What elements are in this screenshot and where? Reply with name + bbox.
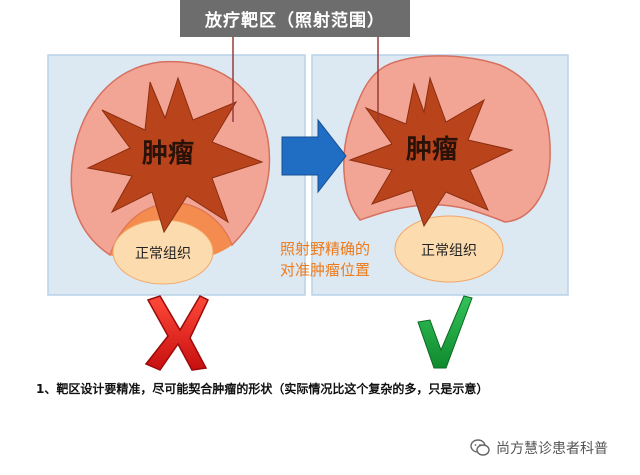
right-tumor-label: 肿瘤 <box>406 134 458 165</box>
note-line-2: 对准肿瘤位置 <box>280 261 370 279</box>
caption: 1、靶区设计要精准，尽可能契合肿瘤的形状（实际情况比这个复杂的多，只是示意） <box>36 382 489 396</box>
cross-mark-icon <box>144 295 209 371</box>
left-tumor-label: 肿瘤 <box>142 138 194 169</box>
wechat-icon <box>470 439 490 456</box>
right-tumor <box>348 76 514 228</box>
left-panel: 肿瘤 正常组织 <box>47 54 306 296</box>
note-line-1: 照射野精确的 <box>280 240 370 258</box>
watermark-text: 尚方慧诊患者科普 <box>496 441 608 457</box>
right-arrow-icon <box>281 118 347 194</box>
check-mark-icon <box>417 295 473 369</box>
page-title: 放疗靶区（照射范围） <box>180 0 410 37</box>
left-normal-tissue-label: 正常组织 <box>135 246 191 262</box>
left-tumor <box>86 76 264 234</box>
right-normal-tissue <box>394 215 504 283</box>
right-normal-tissue-label: 正常组织 <box>421 243 477 259</box>
right-panel: 肿瘤 正常组织 <box>311 54 569 296</box>
watermark: 尚方慧诊患者科普 <box>470 438 608 458</box>
